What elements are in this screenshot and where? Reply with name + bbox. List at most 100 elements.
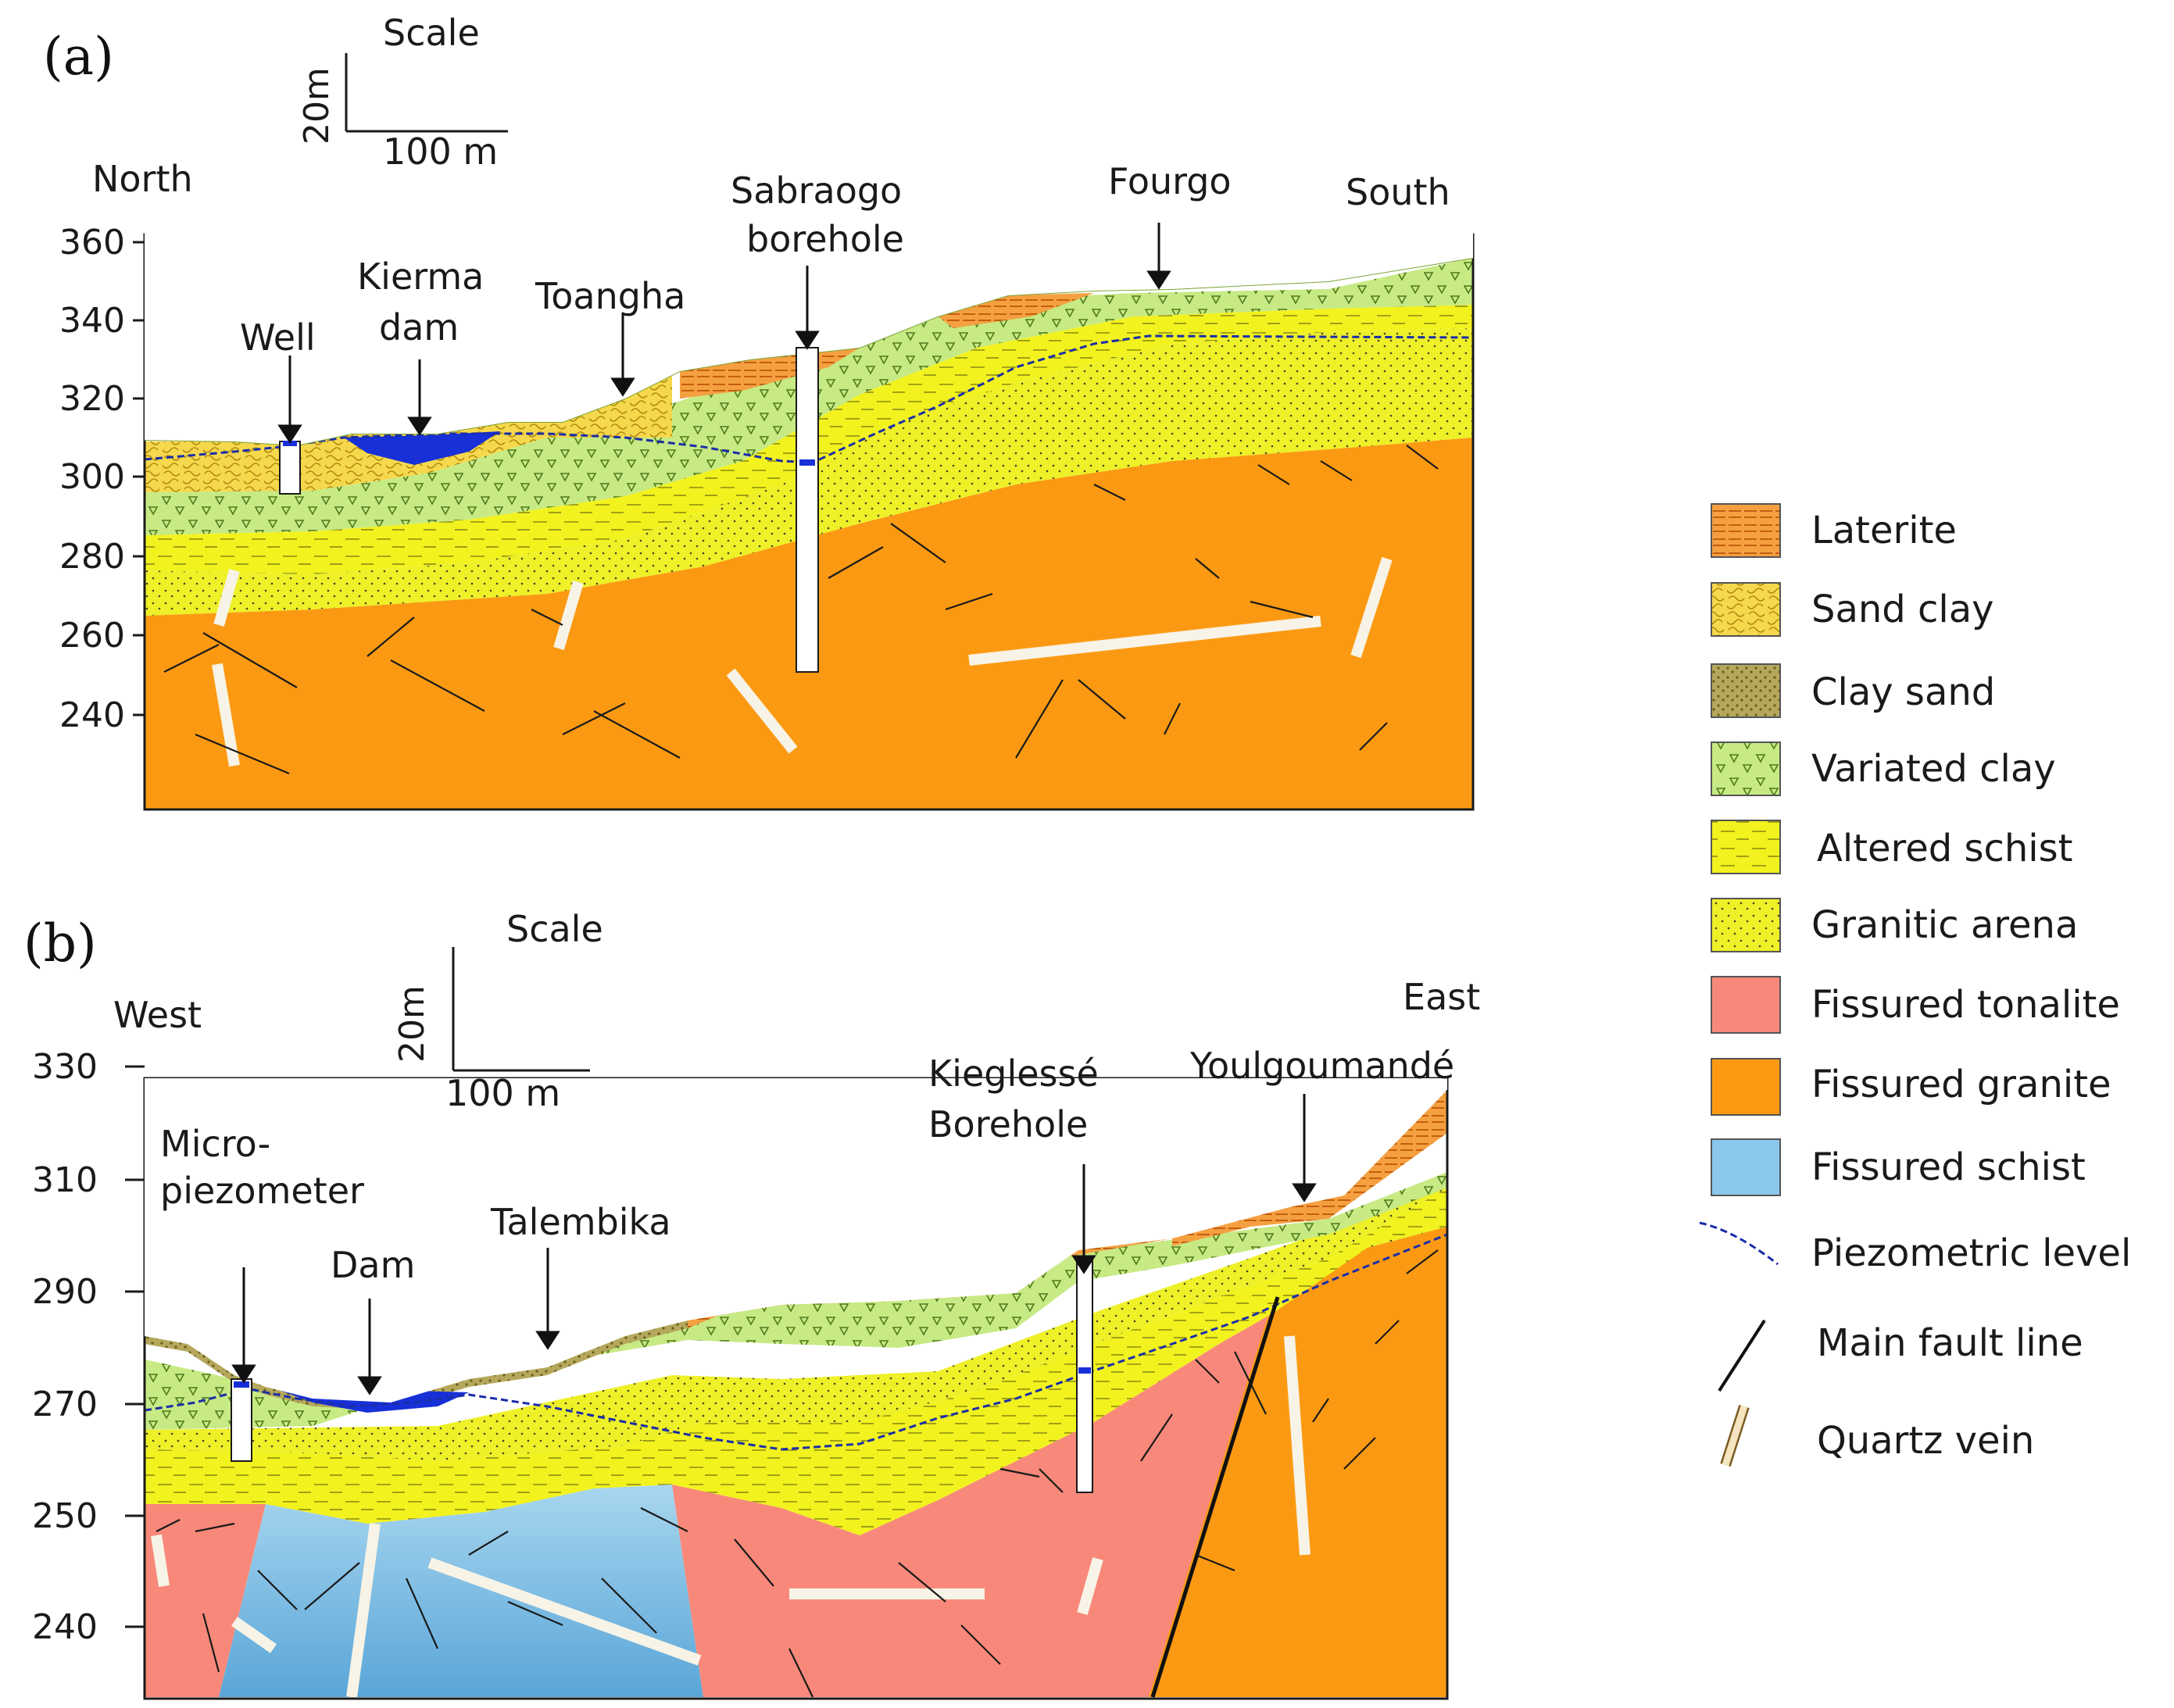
legend-item-fissured-tonalite: Fissured tonalite <box>1711 976 2120 1034</box>
site-sabraogo-label-1: Sabraogo <box>731 170 902 212</box>
legend-item-fissured-granite: Fissured granite <box>1711 1058 2111 1116</box>
panel-b-tick-330: 330 <box>32 1047 98 1087</box>
legend-swatch-quartz-vein <box>1720 1404 1750 1467</box>
panel-b-tick-290: 290 <box>32 1272 98 1312</box>
panel-b-tick-250: 250 <box>32 1496 98 1536</box>
legend-item-main-fault-line: Main fault line <box>1718 1319 2083 1392</box>
legend-label-fissured-tonalite: Fissured tonalite <box>1811 983 2120 1027</box>
piezometric-level-b <box>144 1233 1447 1451</box>
panel-a-scale-vertical: 20m <box>297 67 337 145</box>
panel-b-right-direction: East <box>1403 976 1480 1018</box>
sabraogo-borehole <box>796 347 819 673</box>
legend-swatch-piezometric-level <box>1699 1221 1779 1266</box>
legend-label-piezometric-level: Piezometric level <box>1811 1231 2131 1275</box>
quartz-veins-a <box>212 556 1393 767</box>
site-dam-label: Dam <box>331 1244 415 1286</box>
legend-label-main-fault-line: Main fault line <box>1817 1321 2083 1365</box>
panel-a-scale-title: Scale <box>383 12 480 54</box>
kieglesse-borehole <box>1076 1257 1093 1493</box>
legend-item-clay-sand: Clay sand <box>1711 663 1995 718</box>
legend-label-fissured-granite: Fissured granite <box>1811 1063 2111 1106</box>
legend: Laterite Sand clay Clay sand Variated cl… <box>1699 503 2131 1467</box>
site-kierma-label-2: dam <box>379 306 459 348</box>
site-fourgo-label: Fourgo <box>1108 160 1232 202</box>
panel-b-scale-vertical: 20m <box>392 985 432 1063</box>
panel-a-tick-360: 360 <box>59 223 125 263</box>
cross-section-panel-b: 330 310 290 270 250 240 (b) Scale 20m 10… <box>23 908 1480 1700</box>
legend-label-quartz-vein: Quartz vein <box>1817 1419 2034 1463</box>
fissured-schist-block <box>219 1485 703 1697</box>
legend-item-sand-clay: Sand clay <box>1711 582 1994 637</box>
panel-b-tag: (b) <box>23 913 97 974</box>
micro-piezometer-tube <box>231 1378 252 1462</box>
panel-a-tick-340: 340 <box>59 301 125 341</box>
legend-item-quartz-vein: Quartz vein <box>1720 1404 2034 1467</box>
panel-a-scale-bar <box>345 53 508 133</box>
legend-swatch-clay-sand <box>1711 663 1781 718</box>
legend-swatch-fissured-granite <box>1711 1058 1781 1116</box>
panel-b-scale-horizontal: 100 m <box>445 1072 560 1114</box>
fissures-b <box>156 1249 1439 1698</box>
site-kieglesse-label-1: Kieglessé <box>928 1052 1099 1095</box>
legend-swatch-laterite <box>1711 503 1781 558</box>
panel-b-y-axis <box>125 1065 145 1628</box>
panel-a-tick-240: 240 <box>59 695 125 735</box>
panel-a-tick-320: 320 <box>59 379 125 419</box>
legend-label-sand-clay: Sand clay <box>1811 588 1994 631</box>
legend-swatch-sand-clay <box>1711 582 1781 637</box>
panel-b-tick-310: 310 <box>32 1160 98 1200</box>
site-micro-label-1: Micro- <box>160 1123 270 1165</box>
legend-label-fissured-schist: Fissured schist <box>1811 1145 2086 1189</box>
site-kierma-label-1: Kierma <box>357 255 484 298</box>
panel-b-scale-bar <box>452 947 590 1072</box>
panel-a-tick-300: 300 <box>59 457 125 497</box>
site-sabraogo-label-2: borehole <box>746 218 904 260</box>
altered-schist-layer-b <box>145 1188 1447 1535</box>
panel-a-tag: (a) <box>43 27 114 87</box>
legend-swatch-fissured-schist <box>1711 1138 1781 1196</box>
legend-swatch-granitic-arena <box>1711 898 1781 952</box>
laterite-cap-b2 <box>1172 1090 1447 1246</box>
cross-section-panel-a: 360 340 320 300 280 260 240 (a) Scale 20… <box>43 12 1475 811</box>
legend-label-altered-schist: Altered schist <box>1817 827 2072 870</box>
legend-label-laterite: Laterite <box>1811 509 1957 552</box>
site-toangha-label: Toangha <box>535 275 685 317</box>
laterite-cap-2 <box>938 293 1094 328</box>
legend-item-altered-schist: Altered schist <box>1711 820 2072 874</box>
panel-b-arrows <box>231 1094 1317 1395</box>
panel-a-tick-260: 260 <box>59 616 125 656</box>
site-well-label: Well <box>240 316 316 359</box>
panel-a-y-axis <box>133 241 145 716</box>
legend-item-piezometric-level: Piezometric level <box>1699 1221 2131 1275</box>
panel-a-left-direction: North <box>92 158 193 200</box>
legend-item-granitic-arena: Granitic arena <box>1711 898 2078 952</box>
legend-swatch-main-fault-line <box>1718 1319 1766 1392</box>
panel-a-arrows <box>277 223 1171 444</box>
legend-swatch-variated-clay <box>1711 741 1781 796</box>
well-borehole <box>279 441 301 495</box>
panel-b-scale-title: Scale <box>506 908 603 950</box>
panel-b-tick-270: 270 <box>32 1385 98 1424</box>
legend-label-granitic-arena: Granitic arena <box>1811 903 2078 947</box>
site-youlgoumande-label: Youlgoumandé <box>1189 1045 1454 1087</box>
quartz-veins-b <box>151 1335 1310 1698</box>
legend-label-clay-sand: Clay sand <box>1811 670 1995 714</box>
panel-a-right-direction: South <box>1346 171 1450 213</box>
fissured-tonalite-left <box>145 1504 266 1697</box>
legend-swatch-fissured-tonalite <box>1711 976 1781 1034</box>
site-kieglesse-label-2: Borehole <box>928 1103 1088 1145</box>
site-talembika-label: Talembika <box>490 1201 671 1243</box>
kierma-dam-water <box>344 431 500 465</box>
panel-b-tick-240: 240 <box>32 1607 98 1647</box>
legend-item-fissured-schist: Fissured schist <box>1711 1138 2086 1196</box>
legend-item-variated-clay: Variated clay <box>1711 741 2056 796</box>
main-fault-line <box>1150 1296 1280 1698</box>
panel-b-left-direction: West <box>113 994 202 1036</box>
panel-a-tick-280: 280 <box>59 537 125 577</box>
fissures-a <box>163 445 1439 775</box>
legend-item-laterite: Laterite <box>1711 503 1957 558</box>
legend-swatch-altered-schist <box>1711 820 1781 874</box>
site-micro-label-2: piezometer <box>160 1170 364 1212</box>
fissured-tonalite-right <box>672 1313 1274 1697</box>
